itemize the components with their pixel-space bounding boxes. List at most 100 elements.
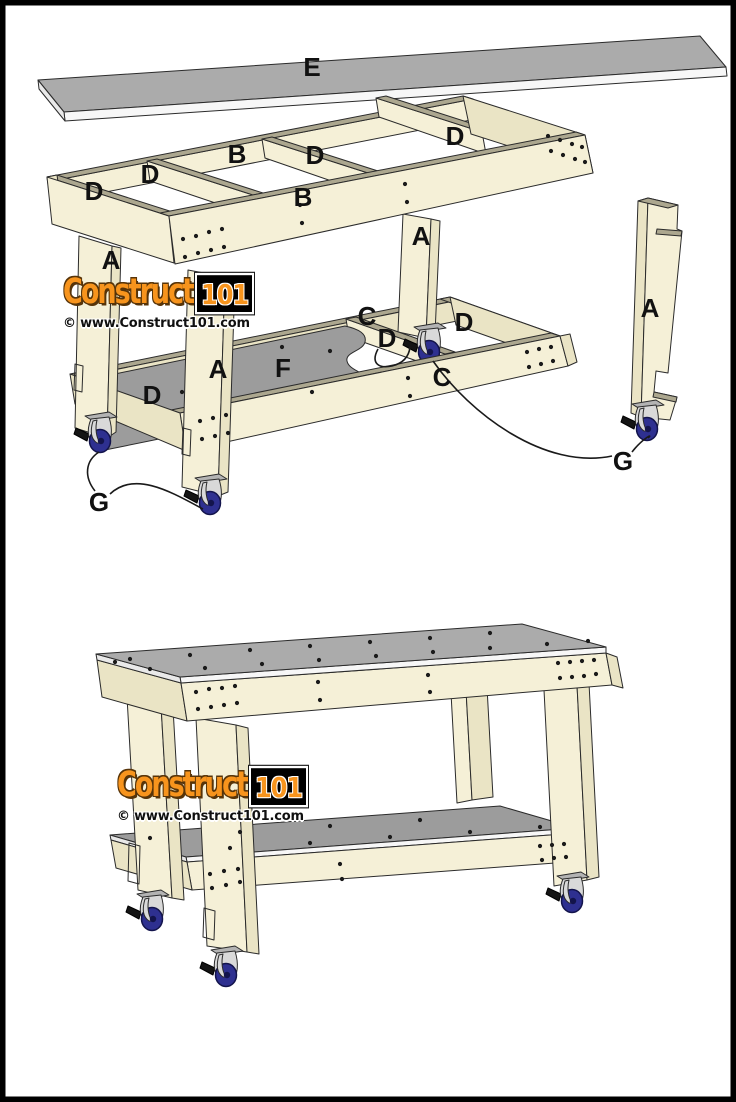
screw-dot [179,389,185,395]
caster-brake-lever [545,887,562,902]
caster-front-left [199,945,244,988]
leader-G-left-1 [86,451,100,492]
part-label-c-10: C [358,301,377,331]
front-left-leg [195,717,260,955]
screw-dot [367,639,373,645]
screw-dot [405,375,411,381]
screw-dot [208,247,214,253]
caster-hub [149,915,157,923]
screw-dot [524,349,530,355]
screw-dot [545,133,551,139]
caster-separate-leg [620,399,665,442]
back-right-leg-A [397,213,441,339]
left-end-D-face [46,176,175,264]
screw-dot [195,706,201,712]
leg-notch [73,363,84,393]
screw-dot [407,393,413,399]
caster-hub [207,499,215,507]
part-label-c-13: C [433,362,452,392]
screw-dot [208,704,214,710]
screw-dot [487,645,493,651]
screw-dot [537,843,543,849]
front-rail-B-face [168,134,594,265]
screw-dot [223,882,229,888]
caster-brake-lever [402,338,419,353]
part-label-d-11: D [455,307,474,337]
part-label-d-3: D [446,121,465,151]
screw-dot [430,649,436,655]
leader-G-right-2 [432,360,613,459]
screw-dot [550,358,556,364]
screw-dot [315,679,321,685]
caster-brake-lever [620,415,637,430]
screw-dot [195,250,201,256]
screw-dot [225,430,231,436]
screw-dot [221,244,227,250]
leg-notch [181,427,192,457]
screw-dot [206,686,212,692]
leg-notch-step [655,228,683,237]
leader-G-left-2 [109,482,204,510]
screw-dot [212,433,218,439]
screw-dot [207,871,213,877]
screw-dot [579,144,585,150]
screw-dot [227,845,233,851]
screw-dot [232,683,238,689]
part-label-a-8: A [412,221,431,251]
top-panel-E [37,35,728,122]
caster-brake-lever [125,905,142,920]
screw-dot [579,658,585,664]
part-label-d-16: D [143,380,162,410]
screw-dot [316,657,322,663]
logo-wordmark: Construct [117,764,249,805]
screw-dot [206,229,212,235]
apron-right-end [605,652,624,689]
screw-dot [237,879,243,885]
screw-dot [247,647,253,653]
part-label-f-15: F [275,353,291,383]
screw-dot [307,840,313,846]
caster-hub [644,425,652,433]
caster-brake-lever [183,489,200,504]
screw-dot [572,156,578,162]
part-label-e-0: E [303,52,320,82]
caster-brake-lever [73,427,90,442]
part-label-d-2: D [306,140,325,170]
part-label-d-5: D [85,176,104,206]
screw-dot [536,346,542,352]
screw-dot [548,148,554,154]
screw-dot [548,344,554,350]
screw-dot [307,643,313,649]
screw-dot [526,364,532,370]
screw-dot [467,829,473,835]
screw-dot [180,236,186,242]
screw-dot [537,824,543,830]
screw-dot [112,659,118,665]
screw-dot [593,671,599,677]
screw-dot [327,348,333,354]
screw-dot [297,202,303,208]
leader-D-middle-member [374,346,411,368]
screw-dot [197,418,203,424]
screw-dot [544,641,550,647]
screw-dot [560,152,566,158]
caster-hub [223,971,231,979]
logo-badge: 101 [251,768,307,805]
screw-dot [402,181,408,187]
back-right-leg [450,686,494,804]
screw-dot [555,660,561,666]
leg-foot-top [652,391,678,403]
top-frame [46,95,594,265]
screw-dot [234,700,240,706]
screw-dot [337,861,343,867]
caster-back-left [73,411,118,454]
caster-hub [97,437,105,445]
screw-dot [581,673,587,679]
screw-dot [182,254,188,260]
screw-dot [487,630,493,636]
screw-dot [569,141,575,147]
screw-dot [417,817,423,823]
assembled-view [95,623,624,988]
leg-notch [127,842,141,885]
